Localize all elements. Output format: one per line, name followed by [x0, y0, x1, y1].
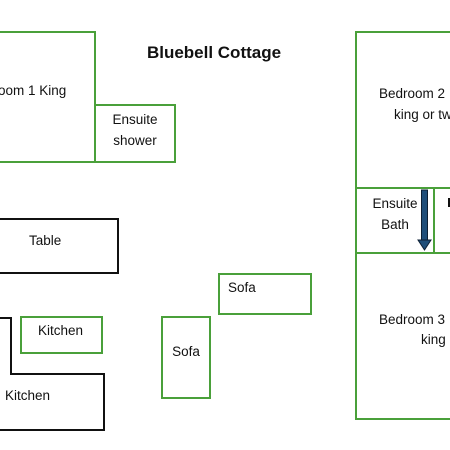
bedroom-3-label-line2: king — [421, 332, 446, 347]
kitchen-label: Kitchen — [5, 388, 51, 403]
dining-table-label: Table — [29, 233, 62, 248]
ensuite-shower-label-line1: Ensuite — [112, 112, 158, 127]
bedroom-1 — [0, 31, 96, 163]
kitchen-counter-label: Kitchen — [38, 323, 84, 338]
bedroom-2-label-line2: king or tw — [394, 107, 450, 122]
ensuite-bath-label-line1: Ensuite — [372, 196, 418, 211]
sofa-top-label: Sofa — [228, 280, 256, 295]
bedroom-3-label-line1: Bedroom 3 — [379, 312, 446, 327]
kitchen-counter — [20, 316, 103, 354]
ensuite-shower — [94, 104, 176, 163]
ensuite-bath-label-line2: Bath — [381, 217, 409, 232]
sofa-top — [218, 273, 312, 315]
ensuite-shower-label-line2: shower — [113, 133, 157, 148]
bedroom-3 — [355, 252, 450, 420]
floorplan-title: Bluebell Cottage — [146, 43, 282, 62]
bedroom-2-label-line1: Bedroom 2 — [379, 86, 446, 101]
sofa-bottom — [161, 316, 211, 399]
bedroom-1-label: oom 1 King — [0, 83, 67, 98]
adjacent-room-mark — [448, 198, 450, 207]
sofa-bottom-label: Sofa — [172, 344, 200, 359]
dining-table — [0, 218, 119, 274]
